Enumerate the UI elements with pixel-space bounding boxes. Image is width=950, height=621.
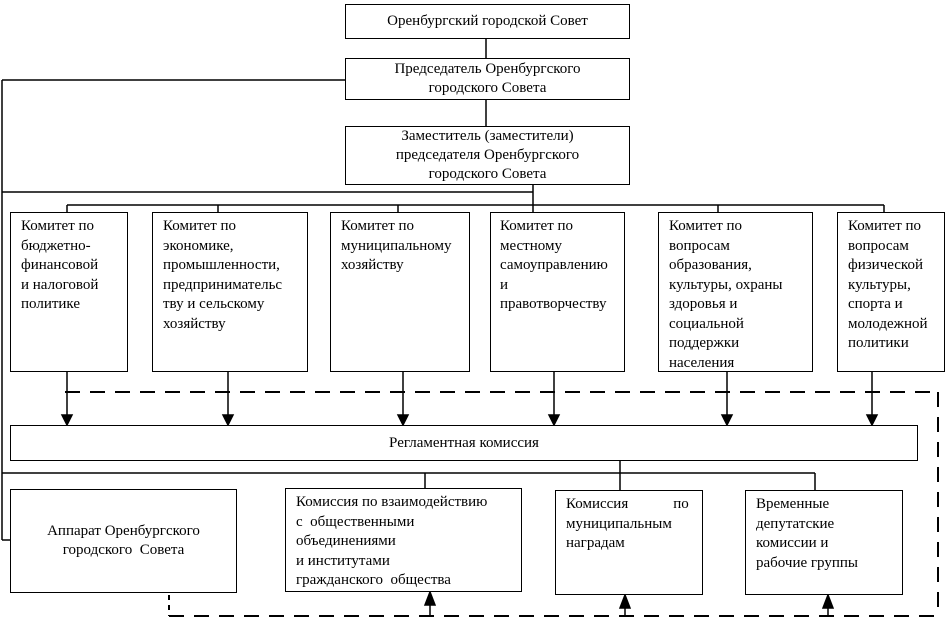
arrow-head-up-icon bbox=[821, 592, 835, 609]
box-committee-self-government: Комитет по местному самоуправлению и пра… bbox=[490, 212, 625, 372]
box-city-council: Оренбургский городской Совет bbox=[345, 4, 630, 39]
box-committee-economy: Комитет по экономике, промышленности, пр… bbox=[152, 212, 308, 372]
box-committee-municipal-economy: Комитет по муниципальному хозяйству bbox=[330, 212, 470, 372]
solid-connector-lines bbox=[1, 39, 885, 541]
arrow-head-up-icon bbox=[618, 592, 632, 609]
box-reglament-commission: Регламентная комиссия bbox=[10, 425, 918, 461]
up-arrows bbox=[423, 589, 835, 616]
arrow-head-down-icon bbox=[865, 414, 879, 427]
arrow-head-up-icon bbox=[423, 589, 437, 606]
down-arrows bbox=[60, 372, 879, 427]
box-chairman: Председатель Оренбургского городского Со… bbox=[345, 58, 630, 100]
box-commission-public-associations: Комиссия по взаимодействию с общественны… bbox=[285, 488, 522, 592]
arrow-head-down-icon bbox=[396, 414, 410, 427]
box-committee-budget-finance: Комитет по бюджетно- финансовой и налого… bbox=[10, 212, 128, 372]
arrow-head-down-icon bbox=[221, 414, 235, 427]
arrow-head-down-icon bbox=[547, 414, 561, 427]
dashed-connector-lines bbox=[65, 391, 939, 617]
box-commission-municipal-awards: Комиссия по муниципальным наградам bbox=[555, 490, 703, 595]
box-temporary-commissions: Временные депутатские комиссии и рабочие… bbox=[745, 490, 903, 595]
box-committee-sport-youth: Комитет по вопросам физической культуры,… bbox=[837, 212, 945, 372]
arrow-head-down-icon bbox=[720, 414, 734, 427]
box-committee-education-culture: Комитет по вопросам образования, культур… bbox=[658, 212, 813, 372]
box-deputy-chairman: Заместитель (заместители) председателя О… bbox=[345, 126, 630, 185]
arrow-head-down-icon bbox=[60, 414, 74, 427]
box-apparatus: Аппарат Оренбургского городского Совета bbox=[10, 489, 237, 593]
